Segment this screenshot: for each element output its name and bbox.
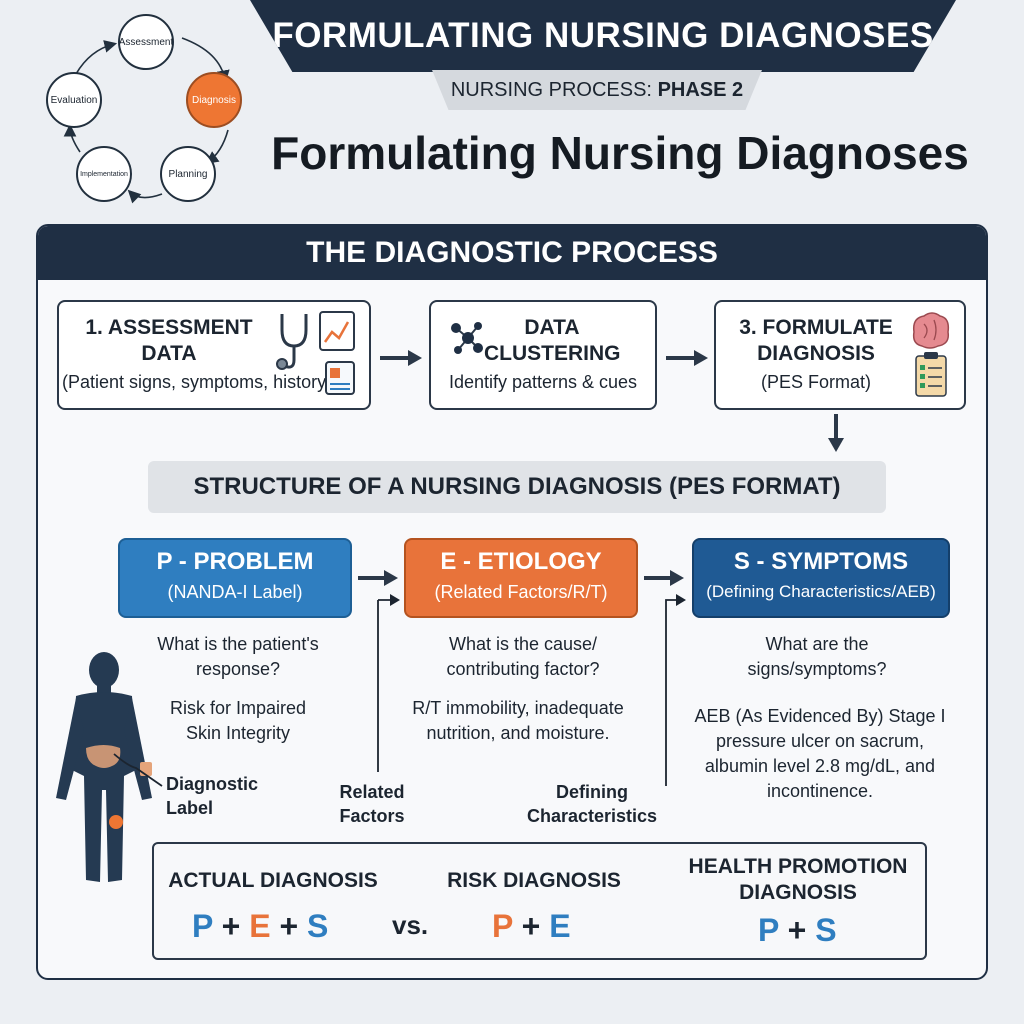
risk-formula: P + E — [492, 908, 571, 945]
panel-heading: THE DIAGNOSTIC PROCESS — [38, 226, 986, 280]
connector-lines — [377, 594, 686, 786]
cycle-diagnosis: Diagnosis — [186, 72, 242, 128]
etiology-question: What is the cause/ contributing factor? — [446, 634, 600, 679]
problem-question: What is the patient's response? — [157, 634, 319, 679]
symptoms-example: AEB (As Evidenced By) Stage I pressure u… — [694, 706, 946, 801]
problem-title: P - PROBLEM — [156, 548, 314, 575]
cycle-assessment: Assessment — [118, 14, 174, 70]
arrow-step2-to-step3 — [666, 350, 708, 366]
symptoms-title: S - SYMPTOMS — [733, 548, 909, 575]
risk-plus: + — [521, 908, 541, 944]
actual-formula: P + E + S — [192, 908, 328, 945]
risk-p: P — [492, 908, 513, 944]
phase-subtitle-prefix: NURSING PROCESS: — [450, 78, 652, 101]
health-p: P — [758, 912, 779, 948]
arrow-etiology-to-symptoms — [644, 570, 684, 586]
step3-title: 3. FORMULATE DIAGNOSIS — [739, 316, 893, 365]
brain-icon — [912, 312, 950, 397]
health-formula: P + S — [758, 912, 837, 949]
chart-icon — [319, 311, 355, 351]
diagnosis-types-box — [152, 842, 927, 960]
etiology-box: E - ETIOLOGY (Related Factors/R/T) — [404, 538, 638, 618]
actual-plus-1: + — [221, 908, 241, 944]
problem-example: Risk for Impaired Skin Integrity — [169, 698, 307, 743]
etiology-example: R/T immobility, inadequate nutrition, an… — [412, 698, 624, 743]
pes-structure-heading: STRUCTURE OF A NURSING DIAGNOSIS (PES FO… — [148, 461, 886, 513]
cycle-planning: Planning — [160, 146, 216, 202]
actual-diagnosis-title: ACTUAL DIAGNOSIS — [168, 869, 378, 892]
step-assessment-data — [57, 300, 371, 410]
step1-title: 1. ASSESSMENT DATA — [85, 316, 253, 365]
versus-label: vs. — [392, 910, 429, 940]
arrow-problem-to-etiology — [358, 570, 398, 586]
related-factors-callout: Related Factors — [339, 782, 405, 826]
symptoms-subtitle: (Defining Characteristics/AEB) — [706, 582, 936, 601]
problem-subtitle: (NANDA-I Label) — [167, 582, 303, 602]
defining-characteristics-callout: Defining Characteristics — [526, 782, 658, 826]
step1-subtitle: (Patient signs, symptoms, history) — [62, 372, 333, 392]
health-promotion-title: HEALTH PROMOTION DIAGNOSIS — [688, 855, 908, 904]
step-data-clustering — [429, 300, 657, 410]
etiology-title: E - ETIOLOGY — [440, 548, 602, 575]
risk-e: E — [549, 908, 571, 944]
banner-title: FORMULATING NURSING DIAGNOSES — [250, 0, 956, 72]
actual-e: E — [249, 908, 271, 944]
page-title: Formulating Nursing Diagnoses — [271, 127, 969, 179]
stethoscope-icon — [276, 311, 355, 395]
actual-p: P — [192, 908, 213, 944]
diagnostic-label-callout: Diagnostic Label — [166, 774, 259, 818]
risk-diagnosis-title: RISK DIAGNOSIS — [447, 869, 621, 892]
step2-title: DATA CLUSTERING — [484, 316, 621, 365]
arrow-step3-down — [828, 414, 844, 452]
symptoms-question: What are the signs/symptoms? — [747, 634, 887, 679]
health-plus: + — [787, 912, 807, 948]
actual-s: S — [307, 908, 329, 944]
cycle-implementation: Implementation — [76, 146, 132, 202]
actual-plus-2: + — [279, 908, 299, 944]
phase-subtitle-phase: PHASE 2 — [657, 78, 744, 101]
phase-subtitle: NURSING PROCESS: PHASE 2 — [432, 70, 762, 110]
step2-subtitle: Identify patterns & cues — [448, 372, 638, 392]
step3-subtitle: (PES Format) — [760, 372, 871, 392]
etiology-subtitle: (Related Factors/R/T) — [434, 582, 608, 602]
human-figure-icon — [56, 652, 163, 882]
network-icon — [451, 322, 483, 354]
symptoms-box: S - SYMPTOMS (Defining Characteristics/A… — [692, 538, 950, 618]
health-s: S — [815, 912, 837, 948]
problem-box: P - PROBLEM (NANDA-I Label) — [118, 538, 352, 618]
cycle-evaluation: Evaluation — [46, 72, 102, 128]
arrow-step1-to-step2 — [380, 350, 422, 366]
